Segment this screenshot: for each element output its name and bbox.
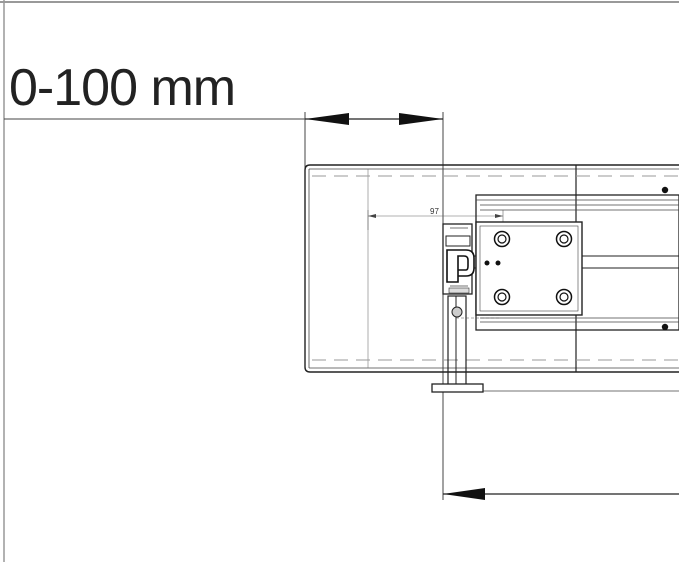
bracket-slot [448,287,470,294]
hole-bottom-right [555,288,573,306]
housing-outline [304,164,679,373]
plate-dot-left [484,260,490,266]
dim-arrow-left [305,113,349,125]
rail-rivet-top [661,186,669,194]
dim-arrow-right [399,113,443,125]
dim-arrow-bottom [443,488,485,500]
plate-dot-right [495,260,501,266]
range-dimension-label: 0-100 mm [9,59,236,117]
hole-top-left [493,230,511,248]
mounting-plate-inner [479,225,579,312]
screw-foot [431,383,484,393]
screw-head [451,306,463,318]
hole-bottom-left [493,288,511,306]
inner-dimension-label: 97 [430,207,439,216]
rail-rivet-bottom [661,323,669,331]
hole-top-right [555,230,573,248]
mounting-plate [475,221,583,316]
bracket-hook [446,249,475,283]
bracket-cap [445,235,471,247]
inner-dim-arrow-right [495,214,503,218]
inner-dim-arrow-left [368,214,376,218]
